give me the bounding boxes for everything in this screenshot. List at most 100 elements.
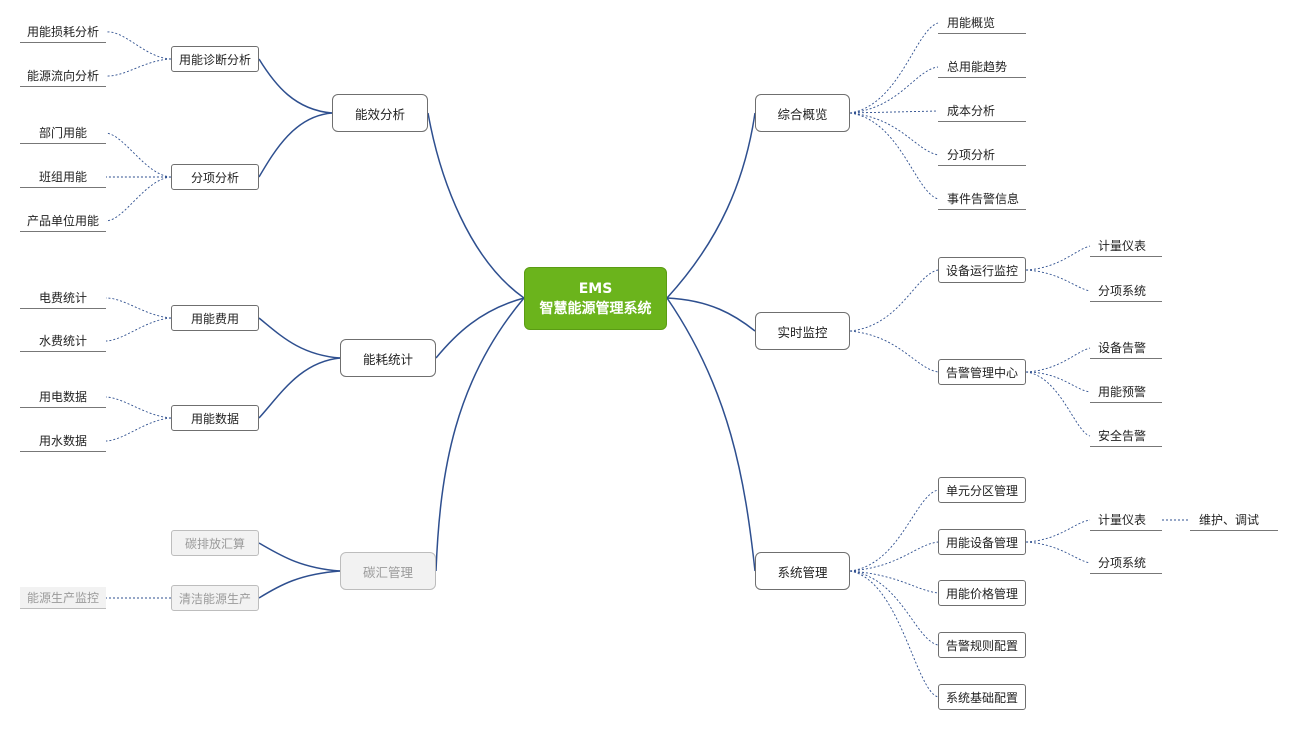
leaf-product-unit[interactable]: 产品单位用能 [20,210,106,232]
leaf-equipment-meter[interactable]: 计量仪表 [1090,509,1162,531]
leaf-label: 分项系统 [1098,284,1147,298]
node-basic-config[interactable]: 系统基础配置 [938,684,1026,710]
leaf-label: 能源流向分析 [26,69,99,83]
node-label: 综合概览 [777,106,828,122]
link-root-monitoring [666,297,756,332]
leaf-maintenance[interactable]: 维护、调试 [1190,509,1278,531]
leaf-production-monitor[interactable]: 能源生产监控 [20,587,106,609]
node-overview[interactable]: 综合概览 [755,94,850,132]
node-label: 实时监控 [777,324,828,340]
leaf-label: 维护、调试 [1199,513,1260,527]
node-label: 用能数据 [190,411,239,426]
leaf-flow-analysis[interactable]: 能源流向分析 [20,65,106,87]
link-root-carbon [435,297,525,572]
root-node[interactable]: EMS 智慧能源管理系统 [524,267,667,330]
leaf-device-alarm[interactable]: 设备告警 [1090,337,1162,359]
link-alarm-leaf3 [1025,371,1091,437]
node-label: 碳排放汇算 [184,536,245,551]
link-alarm-leaf1 [1025,347,1091,373]
node-alarm-rules[interactable]: 告警规则配置 [938,632,1026,658]
leaf-label: 设备告警 [1098,341,1147,355]
link-monitoring-device [849,269,939,332]
link-efficiency-diagnosis [258,58,333,114]
leaf-label: 计量仪表 [1098,239,1147,253]
node-label: 分项分析 [190,170,239,185]
link-consumption-cost [258,317,341,359]
node-alarm-center[interactable]: 告警管理中心 [938,359,1026,385]
link-data-leaf2 [105,417,172,442]
leaf-water-data[interactable]: 用水数据 [20,430,106,452]
link-root-overview [666,112,756,299]
leaf-label: 安全告警 [1098,429,1147,443]
link-equipment-meter [1025,519,1091,543]
node-equipment-management[interactable]: 用能设备管理 [938,529,1026,555]
node-label: 系统基础配置 [945,690,1018,705]
leaf-energy-warning[interactable]: 用能预警 [1090,381,1162,403]
leaf-total-trend[interactable]: 总用能趋势 [938,56,1026,78]
leaf-label: 用能概览 [947,16,996,30]
leaf-department[interactable]: 部门用能 [20,122,106,144]
leaf-label: 部门用能 [38,126,87,140]
node-subitem-analysis[interactable]: 分项分析 [171,164,259,190]
link-system-rules [849,570,939,646]
link-efficiency-subitem [258,112,333,178]
link-subitem-leaf3 [105,176,172,222]
leaf-label: 产品单位用能 [26,214,99,228]
node-energy-cost[interactable]: 用能费用 [171,305,259,331]
node-realtime-monitoring[interactable]: 实时监控 [755,312,850,350]
leaf-water-fee[interactable]: 水费统计 [20,330,106,352]
node-device-monitor[interactable]: 设备运行监控 [938,257,1026,283]
node-label: 用能价格管理 [945,586,1018,601]
link-root-consumption [435,297,525,359]
leaf-event-alarm[interactable]: 事件告警信息 [938,188,1026,210]
node-diagnosis[interactable]: 用能诊断分析 [171,46,259,72]
node-system-management[interactable]: 系统管理 [755,552,850,590]
link-device-leaf1 [1025,245,1091,271]
node-consumption-stats[interactable]: 能耗统计 [340,339,436,377]
leaf-label: 班组用能 [38,170,87,184]
link-data-leaf1 [105,396,172,419]
leaf-loss-analysis[interactable]: 用能损耗分析 [20,21,106,43]
link-equipment-subsystem [1025,541,1091,564]
leaf-safety-alarm[interactable]: 安全告警 [1090,425,1162,447]
node-unit-zone[interactable]: 单元分区管理 [938,477,1026,503]
link-device-leaf2 [1025,269,1091,292]
node-energy-efficiency[interactable]: 能效分析 [332,94,428,132]
leaf-subsystem[interactable]: 分项系统 [1090,280,1162,302]
link-diagnosis-leaf1 [105,31,172,60]
leaf-equipment-subsystem[interactable]: 分项系统 [1090,552,1162,574]
leaf-electricity-data[interactable]: 用电数据 [20,386,106,408]
node-energy-data[interactable]: 用能数据 [171,405,259,431]
link-overview-leaf5 [849,112,939,200]
node-label: 碳汇管理 [362,564,413,580]
link-overview-leaf1 [849,22,939,114]
leaf-subitem-analysis[interactable]: 分项分析 [938,144,1026,166]
link-cost-leaf2 [105,317,172,342]
node-carbon-accounting[interactable]: 碳排放汇算 [171,530,259,556]
link-diagnosis-leaf2 [105,58,172,77]
leaf-label: 总用能趋势 [947,60,1008,74]
leaf-electricity-fee[interactable]: 电费统计 [20,287,106,309]
leaf-label: 计量仪表 [1098,513,1147,527]
link-subitem-leaf1 [105,132,172,178]
leaf-energy-overview[interactable]: 用能概览 [938,12,1026,34]
node-price-management[interactable]: 用能价格管理 [938,580,1026,606]
root-subtitle: 智慧能源管理系统 [539,300,652,317]
link-system-price [849,570,939,594]
link-consumption-data [258,357,341,419]
leaf-meter[interactable]: 计量仪表 [1090,235,1162,257]
leaf-cost-analysis[interactable]: 成本分析 [938,100,1026,122]
node-carbon-management[interactable]: 碳汇管理 [340,552,436,590]
leaf-label: 分项分析 [947,148,996,162]
leaf-team[interactable]: 班组用能 [20,166,106,188]
link-root-efficiency [427,112,525,299]
link-alarm-leaf2 [1025,371,1091,393]
link-overview-leaf2 [849,66,939,114]
link-system-equipment [849,541,939,572]
node-label: 用能费用 [190,311,239,326]
node-clean-energy[interactable]: 清洁能源生产 [171,585,259,611]
link-monitoring-alarm [849,330,939,373]
node-label: 能效分析 [354,106,405,122]
